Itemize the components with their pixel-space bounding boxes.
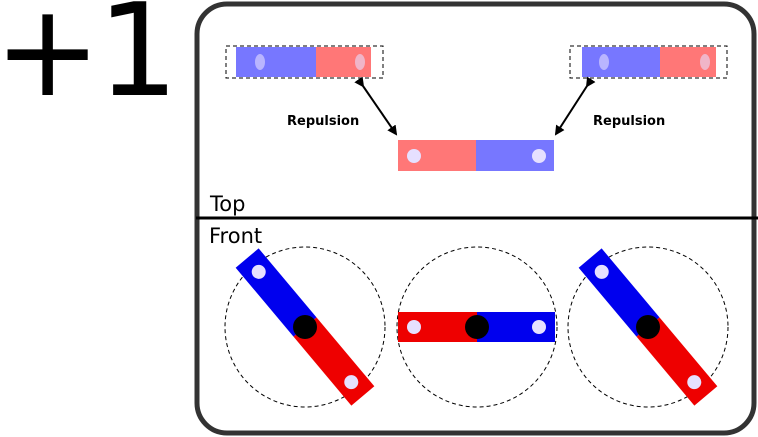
pole-marker bbox=[700, 54, 710, 70]
repulsion-arrow-left bbox=[354, 76, 398, 136]
pole-marker bbox=[355, 54, 365, 70]
pole-marker bbox=[251, 264, 266, 279]
rotation-circle bbox=[224, 246, 386, 408]
rotation-circle bbox=[567, 246, 729, 408]
repulsion-label-right: Repulsion bbox=[593, 114, 665, 129]
top-section-label: Top bbox=[209, 192, 245, 216]
front-right-magnet bbox=[567, 246, 729, 408]
pivot-dot bbox=[293, 315, 317, 339]
front-left-magnet bbox=[224, 246, 386, 408]
pole-marker bbox=[532, 149, 546, 163]
front-center-magnet bbox=[396, 246, 558, 408]
rotation-circle bbox=[396, 246, 558, 408]
top-center-magnet bbox=[398, 140, 554, 171]
top-left-magnet bbox=[225, 45, 384, 79]
pole-marker bbox=[599, 54, 609, 70]
pole-marker bbox=[344, 375, 359, 390]
pole-marker bbox=[407, 320, 421, 334]
repulsion-arrow-right bbox=[554, 76, 596, 136]
plus-one-label: +1 bbox=[0, 0, 179, 126]
pivot-dot bbox=[636, 315, 660, 339]
pole-marker bbox=[687, 375, 702, 390]
pole-marker bbox=[255, 54, 265, 70]
front-section-label: Front bbox=[209, 224, 262, 248]
pivot-dot bbox=[465, 315, 489, 339]
top-right-magnet bbox=[569, 45, 728, 79]
pole-marker bbox=[407, 149, 421, 163]
repulsion-label-left: Repulsion bbox=[287, 114, 359, 129]
pole-marker bbox=[532, 320, 546, 334]
pole-marker bbox=[594, 264, 609, 279]
